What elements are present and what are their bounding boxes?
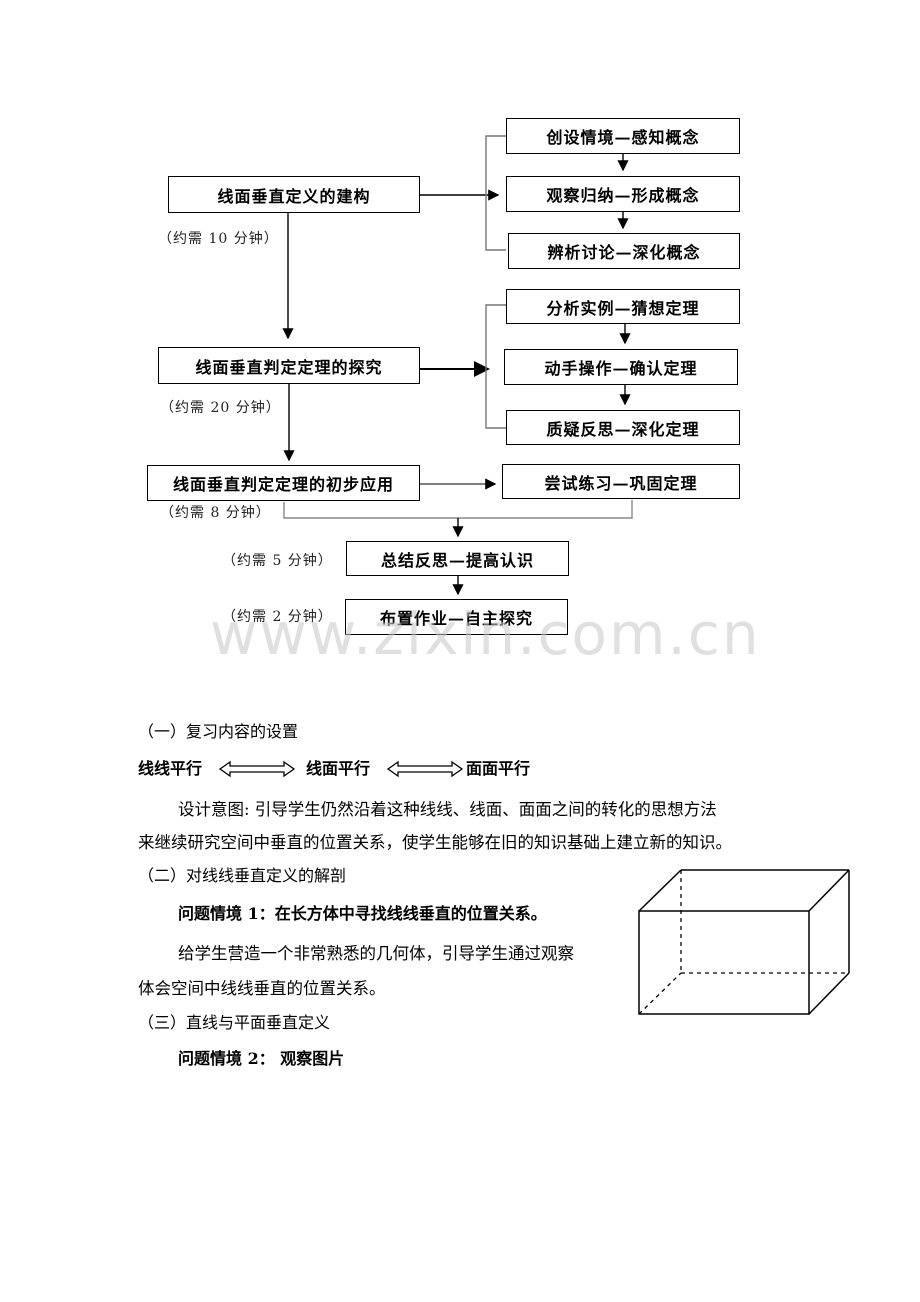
stage3-time: （约需 8 分钟） xyxy=(160,505,271,521)
design-intent-line2: 来继续研究空间中垂直的位置关系，使学生能够在旧的知识基础上建立新的知识。 xyxy=(138,833,732,852)
stage2-step-3: 质疑反思—深化定理 xyxy=(506,410,740,445)
stage2-step-2: 动手操作—确认定理 xyxy=(504,349,738,385)
chain-item-2: 线面平行 xyxy=(306,759,371,778)
problem-scenario-2: 问题情境 2： 观察图片 xyxy=(178,1049,345,1068)
stage2-time: （约需 20 分钟） xyxy=(160,400,281,416)
stage4-box: 总结反思—提高认识 xyxy=(346,541,569,576)
stage1-box: 线面垂直定义的建构 xyxy=(168,176,420,213)
stage3-box: 线面垂直判定定理的初步应用 xyxy=(147,465,420,501)
chain-item-1: 线线平行 xyxy=(138,759,203,778)
cuboid-figure xyxy=(638,869,850,1015)
double-arrow-icon xyxy=(386,760,464,778)
stage2-bracket xyxy=(485,304,506,429)
stage5-box: 布置作业—自主探究 xyxy=(345,599,568,635)
double-arrow-icon xyxy=(218,760,296,778)
section2-heading: （二）对线线垂直定义的解剖 xyxy=(138,866,347,885)
design-intent-line1: 设计意图: 引导学生仍然沿着这种线线、线面、面面之间的转化的思想方法 xyxy=(178,800,717,819)
section3-heading: （三）直线与平面垂直定义 xyxy=(138,1013,331,1032)
chain-item-3: 面面平行 xyxy=(466,759,531,778)
watermark: www.zixin.com.cn xyxy=(210,600,761,668)
problem-scenario-1: 问题情境 1：在长方体中寻找线线垂直的位置关系。 xyxy=(178,904,547,923)
section2-line1: 给学生营造一个非常熟悉的几何体，引导学生通过观察 xyxy=(178,944,574,963)
stage1-step-1: 创设情境—感知概念 xyxy=(506,118,740,154)
flowchart-connectors xyxy=(282,135,633,596)
stage2-box: 线面垂直判定定理的探究 xyxy=(158,347,420,384)
stage1-bracket xyxy=(485,135,506,251)
stage4-time: （约需 5 分钟） xyxy=(222,553,333,569)
stage3-step: 尝试练习—巩固定理 xyxy=(502,464,740,499)
merge-bracket xyxy=(283,500,633,519)
stage1-time: （约需 10 分钟） xyxy=(158,231,279,247)
stage5-time: （约需 2 分钟） xyxy=(222,609,333,625)
section2-line2: 体会空间中线线垂直的位置关系。 xyxy=(138,979,386,998)
stage2-step-1: 分析实例—猜想定理 xyxy=(506,289,740,324)
section1-heading: （一）复习内容的设置 xyxy=(138,722,299,741)
stage1-step-2: 观察归纳—形成概念 xyxy=(506,176,740,212)
stage1-step-3: 辨析讨论—深化概念 xyxy=(508,233,740,269)
